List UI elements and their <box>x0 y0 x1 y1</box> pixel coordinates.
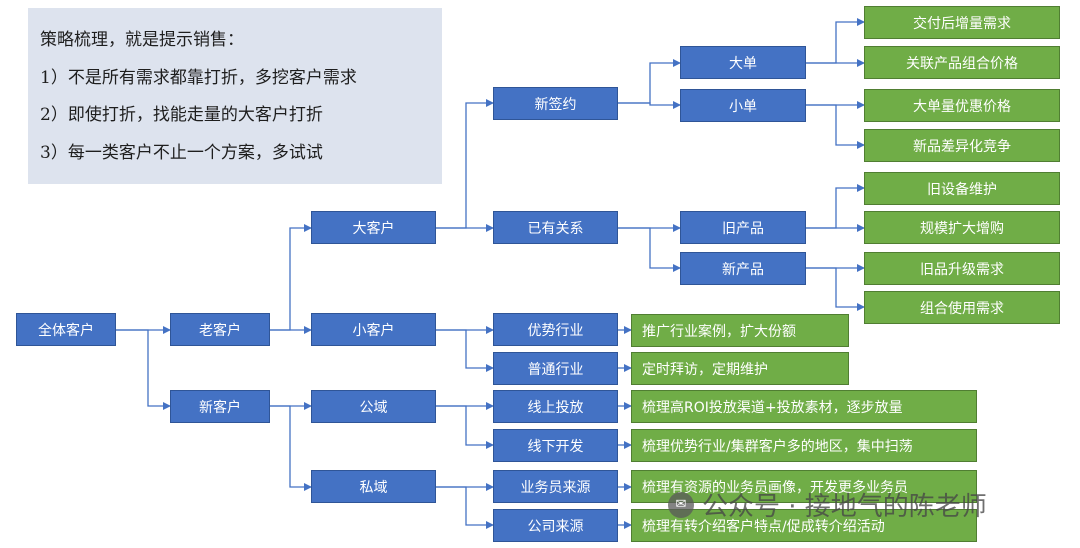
edge-contract-big <box>618 59 681 104</box>
node-ordinary-industry: 普通行业 <box>493 352 618 385</box>
edge-big-a1 <box>806 18 865 64</box>
action-big-order-1: 交付后增量需求 <box>864 6 1060 39</box>
edge-old-large <box>270 224 312 331</box>
action-salesperson-source: 梳理有资源的业务员画像，开发更多业务员 <box>631 470 977 503</box>
edge-public-offline <box>436 405 494 449</box>
node-old-customers: 老客户 <box>170 313 270 346</box>
node-new-customers: 新客户 <box>170 390 270 423</box>
edge-contract-small <box>618 101 681 109</box>
node-private-domain: 私域 <box>311 470 436 503</box>
action-advantage-industry: 推广行业案例，扩大份额 <box>631 314 849 347</box>
node-new-contract: 新签约 <box>493 87 618 120</box>
edge-newprod-a2 <box>806 267 865 311</box>
node-big-order: 大单 <box>680 46 806 79</box>
node-advantage-industry: 优势行业 <box>493 313 618 346</box>
node-small-order: 小单 <box>680 89 806 122</box>
action-offline-dev: 梳理优势行业/集群客户多的地区，集中扫荡 <box>631 429 977 462</box>
edge-root-new <box>116 329 171 410</box>
edge-small-ord <box>436 329 494 372</box>
action-new-product-2: 组合使用需求 <box>864 291 1060 324</box>
node-new-product: 新产品 <box>680 252 806 285</box>
edge-large-contract <box>436 99 494 229</box>
edge-new-private <box>270 405 312 491</box>
edge-existing-newprod <box>618 227 681 272</box>
action-new-product-1: 旧品升级需求 <box>864 252 1060 285</box>
edge-small-a2 <box>806 104 865 149</box>
wechat-icon: ✉ <box>668 491 694 518</box>
node-old-product: 旧产品 <box>680 211 806 244</box>
note-line-2: 2）即使打折，找能走量的大客户打折 <box>40 105 323 125</box>
strategy-note: 策略梳理，就是提示销售： 1）不是所有需求都靠打折，多挖客户需求 2）即使打折，… <box>28 8 442 184</box>
watermark-text: 公众号 · 接地气的陈老师 <box>702 492 987 522</box>
node-all-customers: 全体客户 <box>16 313 116 346</box>
action-small-order-2: 新品差异化竞争 <box>864 129 1060 162</box>
action-small-order-1: 大单量优惠价格 <box>864 89 1060 122</box>
action-ordinary-industry: 定时拜访，定期维护 <box>631 352 849 385</box>
edge-oldprod-a1 <box>806 184 865 229</box>
node-offline-dev: 线下开发 <box>493 429 618 462</box>
node-online-ads: 线上投放 <box>493 390 618 423</box>
edge-private-company <box>436 486 494 529</box>
node-small-customers: 小客户 <box>311 313 436 346</box>
action-big-order-2: 关联产品组合价格 <box>864 46 1060 79</box>
node-company-source: 公司来源 <box>493 509 618 542</box>
note-line-3: 3）每一类客户不止一个方案，多试试 <box>40 142 323 163</box>
action-old-product-2: 规模扩大增购 <box>864 211 1060 244</box>
note-title: 策略梳理，就是提示销售： <box>40 30 244 50</box>
action-old-product-1: 旧设备维护 <box>864 172 1060 205</box>
note-line-1: 1）不是所有需求都靠打折，多挖客户需求 <box>40 67 357 88</box>
node-salesperson-source: 业务员来源 <box>493 470 618 503</box>
watermark: ✉ 公众号 · 接地气的陈老师 <box>668 486 987 523</box>
node-existing-relation: 已有关系 <box>493 211 618 244</box>
node-large-customers: 大客户 <box>311 211 436 244</box>
action-online-ads: 梳理高ROI投放渠道+投放素材，逐步放量 <box>631 390 977 423</box>
node-public-domain: 公域 <box>311 390 436 423</box>
